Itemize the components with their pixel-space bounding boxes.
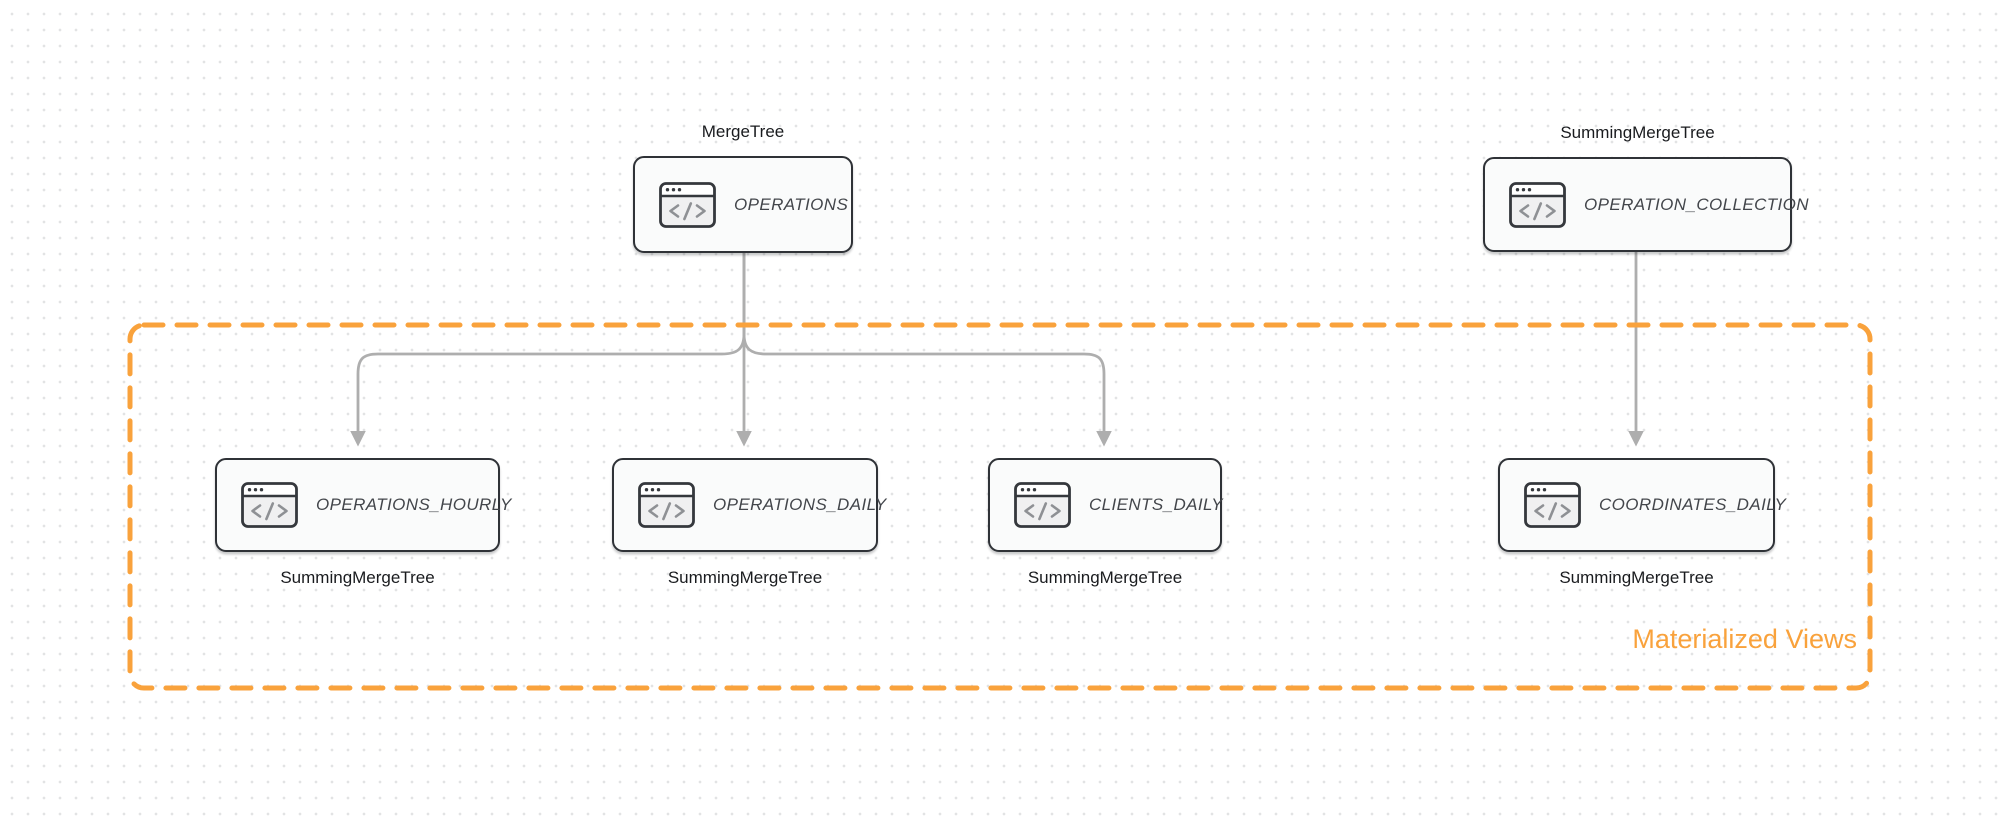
table-name: COORDINATES_DAILY	[1599, 495, 1787, 514]
table-box[interactable]: CLIENTS_DAILY	[988, 458, 1224, 552]
engine-label: SummingMergeTree	[280, 568, 435, 587]
code-window-icon	[1014, 482, 1071, 528]
materialized-views-frame[interactable]	[127, 322, 1873, 691]
table-name: CLIENTS_DAILY	[1089, 495, 1224, 514]
node-operations[interactable]: MergeTree OPERATIONS	[633, 122, 853, 253]
table-box[interactable]: OPERATIONS	[633, 156, 853, 253]
table-box[interactable]: OPERATIONS_HOURLY	[215, 458, 511, 552]
code-window-icon	[638, 482, 695, 528]
edge-operations-to-clients-daily[interactable]	[742, 253, 1112, 447]
engine-label: SummingMergeTree	[1027, 568, 1183, 587]
table-name: OPERATIONS_HOURLY	[316, 495, 512, 514]
node-clients-daily[interactable]: CLIENTS_DAILY SummingMergeTree	[988, 458, 1224, 587]
code-window-icon	[1524, 482, 1581, 528]
code-window-icon	[659, 181, 716, 228]
table-box[interactable]: OPERATIONS_DAILY	[612, 458, 886, 552]
engine-label: SummingMergeTree	[667, 568, 823, 587]
table-name: OPERATIONS_DAILY	[713, 495, 887, 514]
table-box[interactable]: OPERATION_COLLECTION	[1483, 157, 1809, 252]
materialized-views-label: Materialized Views	[1632, 624, 1857, 654]
engine-label: MergeTree	[701, 122, 785, 141]
code-window-icon	[1509, 181, 1566, 228]
node-operation-collection[interactable]: SummingMergeTree OPERATION_COLLECTION	[1483, 123, 1809, 252]
table-name: OPERATIONS	[734, 194, 849, 214]
node-operations-daily[interactable]: OPERATIONS_DAILY SummingMergeTree	[612, 458, 886, 587]
table-box[interactable]: COORDINATES_DAILY	[1498, 458, 1786, 552]
edge-operations-to-operations-hourly[interactable]	[350, 253, 746, 447]
engine-label: SummingMergeTree	[1559, 568, 1714, 587]
node-operations-hourly[interactable]: OPERATIONS_HOURLY SummingMergeTree	[215, 458, 511, 587]
node-coordinates-daily[interactable]: COORDINATES_DAILY SummingMergeTree	[1498, 458, 1786, 587]
table-name: OPERATION_COLLECTION	[1584, 194, 1809, 214]
code-window-icon	[241, 482, 298, 528]
engine-label: SummingMergeTree	[1560, 123, 1715, 142]
